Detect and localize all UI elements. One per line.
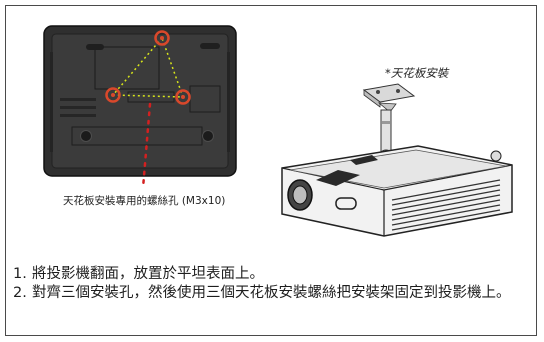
instruction-steps: 1. 將投影機翻面，放置於平坦表面上。 2. 對齊三個安裝孔，然後使用三個天花板… — [13, 265, 532, 303]
dotted-pointer — [141, 102, 152, 190]
step-text: 將投影機翻面，放置於平坦表面上。 — [32, 266, 264, 282]
step-number: 1. — [13, 266, 27, 282]
screw-hole-caption: 天花板安裝專用的螺絲孔 (M3x10) — [63, 195, 226, 207]
ceiling-mount-caption: *天花板安裝 — [385, 66, 449, 80]
step-number: 2. — [13, 285, 27, 301]
step-text: 對齊三個安裝孔，然後使用三個天花板安裝螺絲把安裝架固定到投影機上。 — [32, 285, 511, 301]
screw-hole-marker — [175, 89, 191, 105]
alignment-triangle — [111, 36, 185, 98]
step-item: 1. 將投影機翻面，放置於平坦表面上。 — [13, 265, 532, 284]
content-frame — [5, 5, 537, 336]
screw-hole-marker — [105, 87, 121, 103]
projector-bottom-view — [43, 25, 237, 177]
step-item: 2. 對齊三個安裝孔，然後使用三個天花板安裝螺絲把安裝架固定到投影機上。 — [13, 284, 532, 303]
screw-hole-marker — [154, 30, 170, 46]
projector-3d-view — [281, 145, 513, 237]
